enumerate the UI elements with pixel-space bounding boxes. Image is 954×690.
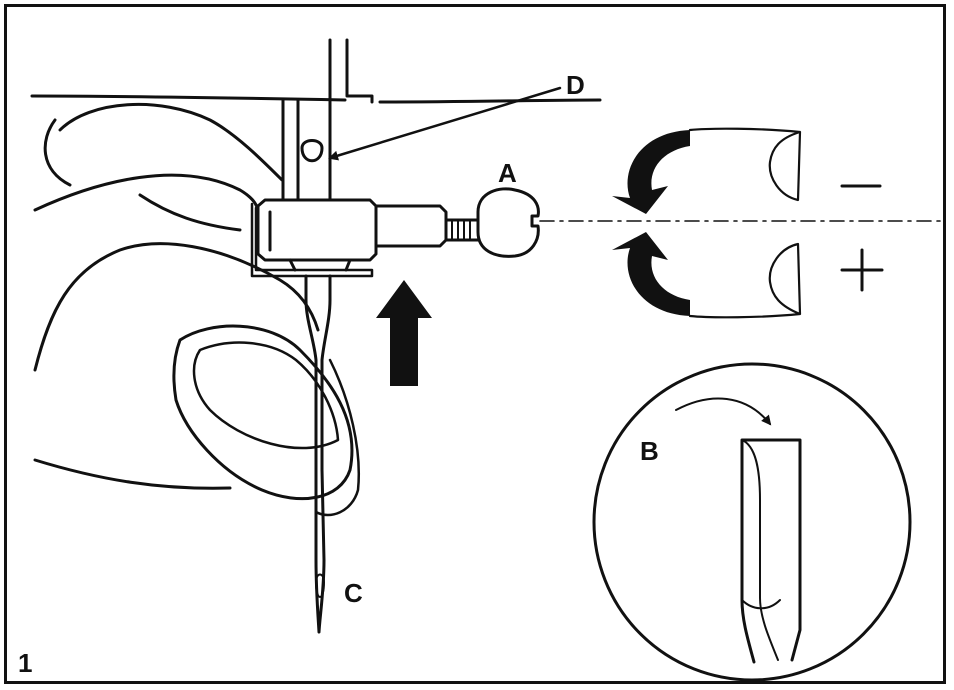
magnified-needle-circle bbox=[592, 362, 912, 682]
thumb bbox=[172, 324, 354, 501]
curved-arrow-icon bbox=[675, 397, 772, 426]
figure-frame bbox=[4, 4, 946, 684]
arrow-up-icon bbox=[376, 280, 432, 386]
magnified-needle bbox=[740, 438, 802, 664]
plus-sign bbox=[840, 248, 884, 292]
leader-d bbox=[328, 86, 562, 161]
needle-clamp bbox=[256, 198, 378, 262]
needle-shank bbox=[304, 274, 318, 472]
needle-set-screw bbox=[300, 139, 324, 163]
hand-thumb-upper bbox=[33, 173, 260, 212]
label-c: C bbox=[344, 578, 363, 608]
needle-bar bbox=[281, 38, 332, 202]
label-d: D bbox=[566, 70, 585, 100]
thumb-nail bbox=[192, 341, 340, 450]
machine-edge-right bbox=[378, 98, 602, 104]
clamp-screw-knob bbox=[476, 187, 540, 258]
hand-index bbox=[33, 242, 320, 372]
machine-edge bbox=[30, 94, 347, 102]
figure-number: 1 bbox=[18, 648, 33, 678]
label-a: A bbox=[498, 158, 517, 188]
needle-eye bbox=[315, 573, 325, 598]
hand-fingers bbox=[58, 102, 284, 182]
rotate-arrows-icon bbox=[612, 130, 690, 214]
label-b: B bbox=[640, 436, 659, 466]
